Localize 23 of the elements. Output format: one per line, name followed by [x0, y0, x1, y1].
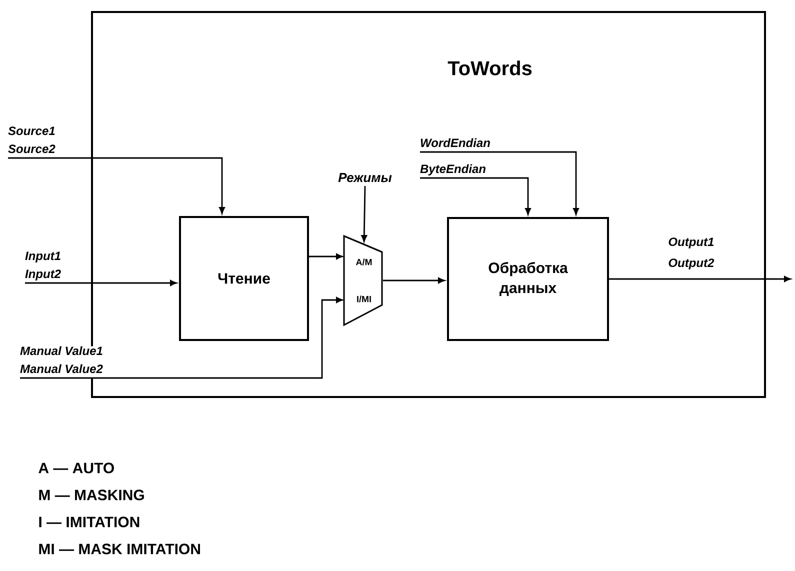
signal-name: Manual Value1 Manual Value2: [20, 346, 103, 378]
signal-name: Input1 Input2: [25, 252, 61, 283]
signal-name: Source1 Source2: [8, 126, 56, 158]
signal-name: Output2: [668, 258, 714, 270]
process-box: Обработка данных: [447, 217, 609, 341]
signal-name: WordEndian: [420, 138, 490, 152]
arrow: [25, 280, 177, 286]
arrow: [609, 276, 791, 282]
mode-label: Режимы: [338, 173, 392, 182]
legend-line: I — IMITATION: [39, 516, 140, 528]
arrow: [20, 297, 343, 379]
signal-name: Output1: [668, 238, 714, 248]
signal-name: ByteEndian: [420, 164, 486, 178]
arrow: [361, 186, 368, 242]
arrow: [420, 151, 579, 215]
arrow: [383, 278, 445, 284]
process-box: Чтение: [179, 216, 309, 341]
legend-line: MI — MASK IMITATION: [39, 544, 200, 554]
arrow: [420, 177, 531, 215]
legend-line: A — AUTO: [38, 462, 114, 474]
arrow: [8, 157, 225, 214]
arrow: [309, 254, 343, 260]
legend-line: M — MASKING: [39, 490, 144, 500]
